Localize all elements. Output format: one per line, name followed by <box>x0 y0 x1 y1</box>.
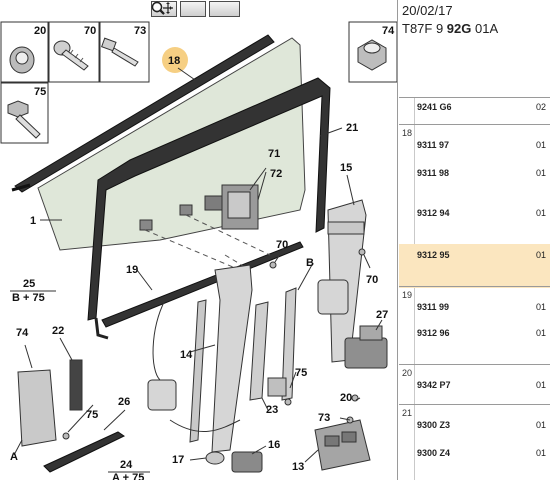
part-qty: 02 <box>536 102 547 112</box>
zoom-out-button[interactable] <box>151 1 206 17</box>
leader-lines <box>13 67 383 463</box>
group-number: 19 <box>402 290 413 300</box>
part-qty: 01 <box>536 250 547 260</box>
label-74[interactable]: 74 <box>382 25 395 37</box>
panel-header: 20/02/17 T87F 9 92G 01A <box>399 0 550 98</box>
part-number: 9312 95 <box>417 250 450 260</box>
label-72[interactable]: 72 <box>270 168 282 180</box>
bolt-icon <box>101 37 139 67</box>
label-15[interactable]: 15 <box>340 162 352 174</box>
door-trim-bracket[interactable] <box>17 359 83 447</box>
zoom-move-icon <box>151 1 173 14</box>
part-qty: 01 <box>536 208 547 218</box>
parts-diagram[interactable]: 20 70 73 74 75 18 21 1 71 72 15 25 B + 7… <box>0 0 398 480</box>
part-number: 9300 Z4 <box>417 448 451 458</box>
selected-row-highlight <box>399 244 550 288</box>
part-qty: 01 <box>536 448 547 458</box>
label-71[interactable]: 71 <box>268 148 280 160</box>
door-handle-knob[interactable] <box>205 451 263 473</box>
part-number: 9300 Z3 <box>417 420 451 430</box>
thumb-box-73[interactable] <box>99 21 150 83</box>
sealing-strip[interactable] <box>43 431 126 473</box>
label-75[interactable]: 75 <box>34 86 46 98</box>
label-25[interactable]: 25 <box>23 278 35 290</box>
group-number: 18 <box>402 128 413 138</box>
label-73[interactable]: 73 <box>134 25 146 37</box>
label-70-mid[interactable]: 70 <box>276 239 288 251</box>
part-qty: 01 <box>536 168 547 178</box>
group-number: 20 <box>402 368 413 378</box>
exploded-view-drawing: 20 70 73 74 75 18 21 1 71 72 15 25 B + 7… <box>0 21 397 480</box>
right-window-regulator[interactable] <box>317 199 367 363</box>
front-guide-rail[interactable] <box>249 287 297 401</box>
label-25-sub: B + 75 <box>12 292 45 304</box>
label-16[interactable]: 16 <box>268 439 280 451</box>
label-22[interactable]: 22 <box>52 325 64 337</box>
zoom-pan-button[interactable] <box>151 1 240 17</box>
nut-icon <box>357 39 387 71</box>
part-qty: 01 <box>536 328 547 338</box>
label-19[interactable]: 19 <box>126 264 138 276</box>
label-73-right[interactable]: 73 <box>318 412 330 424</box>
parts-list-panel: 20/02/17 T87F 9 92G 01A 9241 G6 02 18 93… <box>399 0 550 480</box>
label-17[interactable]: 17 <box>172 454 184 466</box>
label-20-right[interactable]: 20 <box>340 392 352 404</box>
zoom-toolbar <box>151 1 240 17</box>
left-window-regulator[interactable] <box>147 264 253 453</box>
label-24[interactable]: 24 <box>120 459 133 471</box>
label-B[interactable]: B <box>306 257 314 269</box>
catalog-date: 20/02/17 <box>402 3 453 18</box>
window-switch-panel[interactable] <box>314 419 371 471</box>
label-23[interactable]: 23 <box>266 404 278 416</box>
part-number: 9241 G6 <box>417 102 452 112</box>
screw-icon <box>53 40 89 71</box>
label-70[interactable]: 70 <box>84 25 96 37</box>
hex-bolt-icon <box>7 100 41 139</box>
part-number: 9311 98 <box>417 168 450 178</box>
glass-clamp[interactable] <box>204 184 259 230</box>
part-number: 9312 96 <box>417 328 450 338</box>
part-number: 9311 99 <box>417 302 450 312</box>
label-70-right[interactable]: 70 <box>366 274 378 286</box>
outer-weatherstrip[interactable] <box>14 34 275 193</box>
catalog-reference: T87F 9 92G 01A <box>402 21 499 36</box>
label-13[interactable]: 13 <box>292 461 304 473</box>
part-number: 9312 94 <box>417 208 450 218</box>
selected-callout <box>162 47 188 73</box>
label-14[interactable]: 14 <box>180 349 193 361</box>
part-qty: 01 <box>536 302 547 312</box>
group-number: 21 <box>402 408 413 418</box>
part-number: 9342 P7 <box>417 380 451 390</box>
label-75-mid[interactable]: 75 <box>295 367 307 379</box>
label-1[interactable]: 1 <box>30 215 36 227</box>
label-27[interactable]: 27 <box>376 309 388 321</box>
label-A[interactable]: A <box>10 451 18 463</box>
grommet-icon <box>9 46 35 74</box>
label-20[interactable]: 20 <box>34 25 46 37</box>
label-24-sub: A + 75 <box>112 472 144 480</box>
label-74-left[interactable]: 74 <box>16 327 29 339</box>
label-26[interactable]: 26 <box>118 396 130 408</box>
part-qty: 01 <box>536 420 547 430</box>
part-qty: 01 <box>536 140 547 150</box>
label-18[interactable]: 18 <box>168 55 180 67</box>
glass-run-channel[interactable] <box>87 77 331 321</box>
screw-markers <box>62 248 366 440</box>
part-qty: 01 <box>536 380 547 390</box>
part-number: 9311 97 <box>417 140 450 150</box>
label-75-left[interactable]: 75 <box>86 409 98 421</box>
label-21[interactable]: 21 <box>346 122 358 134</box>
